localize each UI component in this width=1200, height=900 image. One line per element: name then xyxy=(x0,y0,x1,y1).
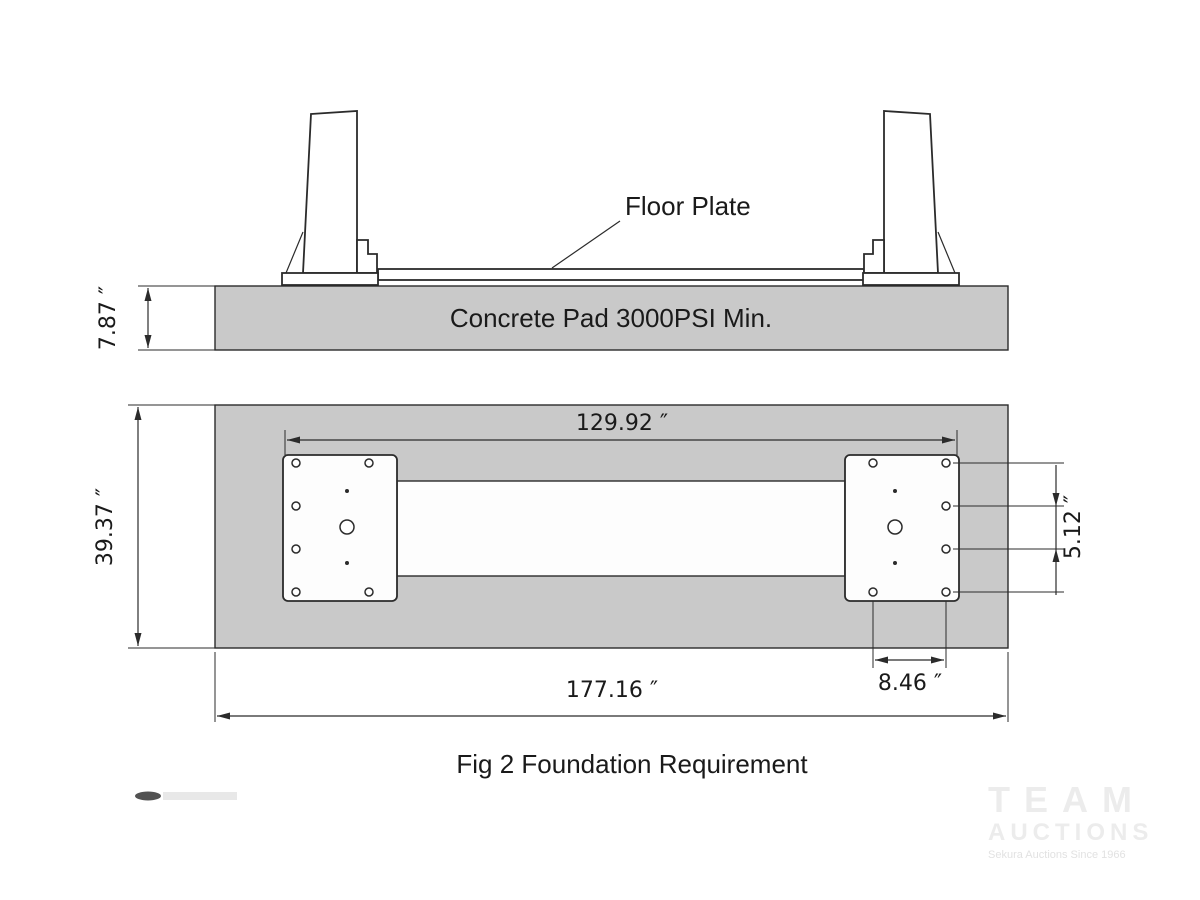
watermark: TEAM AUCTIONS Sekura Auctions Since 1966 xyxy=(988,779,1153,861)
concrete-pad-label: Concrete Pad 3000PSI Min. xyxy=(450,303,772,333)
left-post xyxy=(281,110,379,286)
dim-plate-span-group: 129.92 ″ xyxy=(284,411,958,455)
left-post-base xyxy=(281,272,379,286)
bolt-hole xyxy=(291,458,301,468)
bolt-hole xyxy=(868,458,878,468)
watermark-tagline: Sekura Auctions Since 1966 xyxy=(988,849,1126,861)
right-post xyxy=(862,110,960,286)
anchor-hole xyxy=(887,519,903,535)
center-mark xyxy=(345,561,349,565)
artifact-mark xyxy=(135,791,237,801)
watermark-line1: TEAM xyxy=(988,779,1146,820)
bolt-hole xyxy=(941,544,951,554)
right-post-column xyxy=(883,110,939,274)
center-mark xyxy=(893,561,897,565)
dim-bolt-col-spacing: 8.46 ″ xyxy=(878,671,942,696)
left-post-column xyxy=(302,110,358,274)
right-post-base xyxy=(862,272,960,286)
left-post-bracket xyxy=(356,239,378,274)
bolt-hole xyxy=(941,587,951,597)
bolt-hole xyxy=(291,501,301,511)
dim-pad-width: 177.16 ″ xyxy=(566,678,658,703)
left-post-gusset xyxy=(285,231,304,274)
bolt-hole xyxy=(941,458,951,468)
floor-plate-leader-line xyxy=(551,220,621,269)
bolt-hole xyxy=(291,544,301,554)
dim-bolt-row-spacing: 5.12 ″ xyxy=(1061,495,1086,559)
top-view: 129.92 ″ 39.37 ″ 5.12 ″ 8.46 ″ xyxy=(93,404,1086,722)
right-post-bracket xyxy=(863,239,885,274)
bolt-hole xyxy=(364,587,374,597)
floor-plate-strip xyxy=(396,480,846,577)
floor-plate-section xyxy=(377,268,865,281)
dim-pad-depth-group: 39.37 ″ xyxy=(93,404,215,649)
dim-pad-width-group: 177.16 ″ xyxy=(214,652,1009,722)
bolt-hole xyxy=(868,587,878,597)
bolt-hole xyxy=(291,587,301,597)
figure-caption: Fig 2 Foundation Requirement xyxy=(456,749,808,779)
left-base-plate xyxy=(282,454,398,602)
anchor-hole xyxy=(339,519,355,535)
watermark-line2: AUCTIONS xyxy=(988,819,1153,846)
dim-pad-depth: 39.37 ″ xyxy=(93,488,118,566)
dim-pad-thickness-group: 7.87 ″ xyxy=(96,285,215,351)
side-view: Concrete Pad 3000PSI Min. Floor Plate 7.… xyxy=(96,110,1009,351)
artifact-blob xyxy=(135,791,161,801)
dim-pad-thickness: 7.87 ″ xyxy=(96,286,121,350)
dim-bolt-row-spacing-group: 5.12 ″ xyxy=(953,462,1086,595)
right-base-plate xyxy=(844,454,960,602)
floor-plate-label: Floor Plate xyxy=(625,191,751,221)
bolt-hole xyxy=(364,458,374,468)
center-mark xyxy=(893,489,897,493)
concrete-pad-section xyxy=(214,285,1009,351)
dim-plate-span: 129.92 ″ xyxy=(576,411,668,436)
bolt-hole xyxy=(941,501,951,511)
center-mark xyxy=(345,489,349,493)
dim-bolt-col-spacing-group: 8.46 ″ xyxy=(872,601,947,696)
right-post-gusset xyxy=(937,231,956,274)
